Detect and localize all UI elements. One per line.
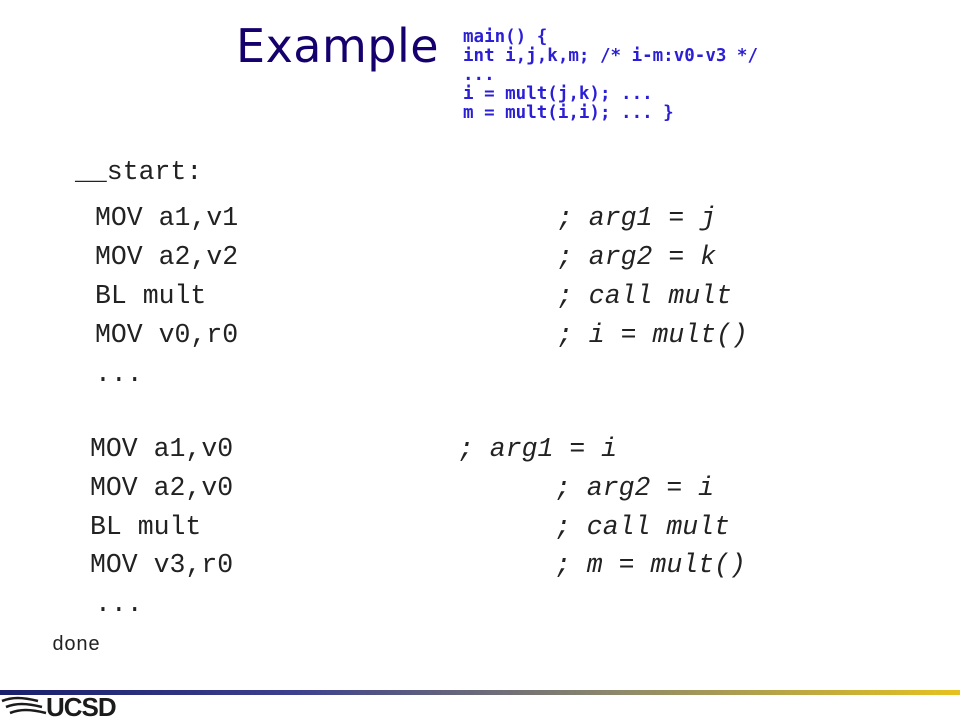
asm-instruction: BL mult (95, 281, 207, 311)
asm-instruction: MOV a1,v1 (95, 203, 239, 233)
c-code-line: ... (463, 65, 495, 85)
asm-comment: ; arg1 = j (557, 203, 717, 233)
c-code-line: i = mult(j,k); ... (463, 84, 653, 104)
asm-comment: ; arg2 = i (555, 473, 715, 503)
asm-comment: ; call mult (557, 281, 732, 311)
asm-comment: ; call mult (555, 512, 730, 542)
asm-comment: ; arg1 = i (458, 434, 618, 464)
start-label: __start: (75, 157, 203, 187)
asm-instruction: MOV v3,r0 (90, 550, 234, 580)
asm-instruction: MOV a2,v2 (95, 242, 239, 272)
asm-comment: ; m = mult() (555, 550, 746, 580)
asm-instruction: MOV a1,v0 (90, 434, 234, 464)
asm-instruction: MOV a2,v0 (90, 473, 234, 503)
ucsd-logo-text: UCSD (46, 692, 117, 722)
c-code-line: main() { (463, 27, 548, 47)
asm-comment: ; i = mult() (557, 320, 748, 350)
asm-comment: ; arg2 = k (557, 242, 717, 272)
done-label: done (52, 634, 101, 657)
asm-instruction: MOV v0,r0 (95, 320, 239, 350)
asm-instruction: ... (95, 359, 143, 389)
c-code-line: m = mult(i,i); ... } (463, 103, 674, 123)
footer-gradient-bar (0, 690, 960, 695)
slide-title: Example (236, 19, 440, 73)
asm-instruction: ... (95, 589, 143, 619)
ucsd-logo: UCSD (0, 692, 160, 722)
c-code-line: int i,j,k,m; /* i-m:v0-v3 */ (463, 46, 759, 66)
ucsd-wave-icon (1, 696, 47, 715)
c-code-snippet: main() { int i,j,k,m; /* i-m:v0-v3 */ ..… (463, 28, 758, 123)
asm-instruction: BL mult (90, 512, 202, 542)
